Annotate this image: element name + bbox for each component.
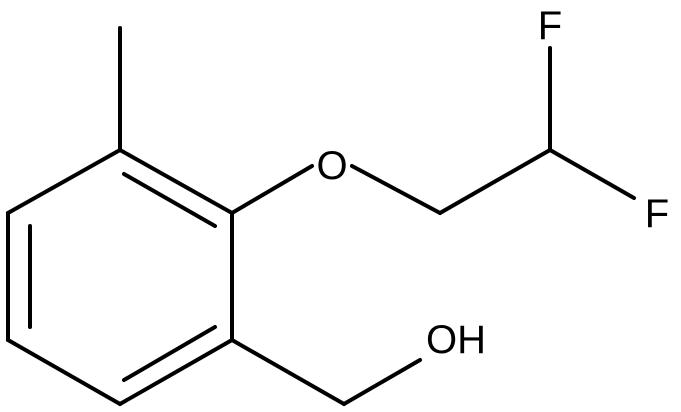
bond-c-to-f-right	[548, 148, 636, 200]
ring-bond-c3-c4-inner	[122, 325, 217, 382]
ether-oxygen-label: O	[316, 144, 347, 188]
ring-bond-c1-c2-inner	[122, 172, 217, 228]
bond-ring-to-ether-o	[230, 164, 314, 215]
bond-ch2-to-oh	[342, 358, 422, 406]
ring-bond-c4-c5	[6, 338, 122, 406]
benzene-ring	[6, 148, 234, 406]
hydroxyl-label: OH	[426, 318, 486, 362]
ring-bond-c1-c2	[118, 148, 234, 215]
fluorine-right-label: F	[645, 192, 669, 236]
bond-ring-to-ch2oh	[230, 338, 346, 406]
bond-ether-o-to-ch2	[350, 164, 442, 215]
fluorine-top-label: F	[538, 4, 562, 48]
ring-bond-c6-c1	[6, 148, 122, 215]
ring-bond-c3-c4	[118, 338, 234, 406]
bond-ch2-to-chf2	[438, 148, 552, 215]
